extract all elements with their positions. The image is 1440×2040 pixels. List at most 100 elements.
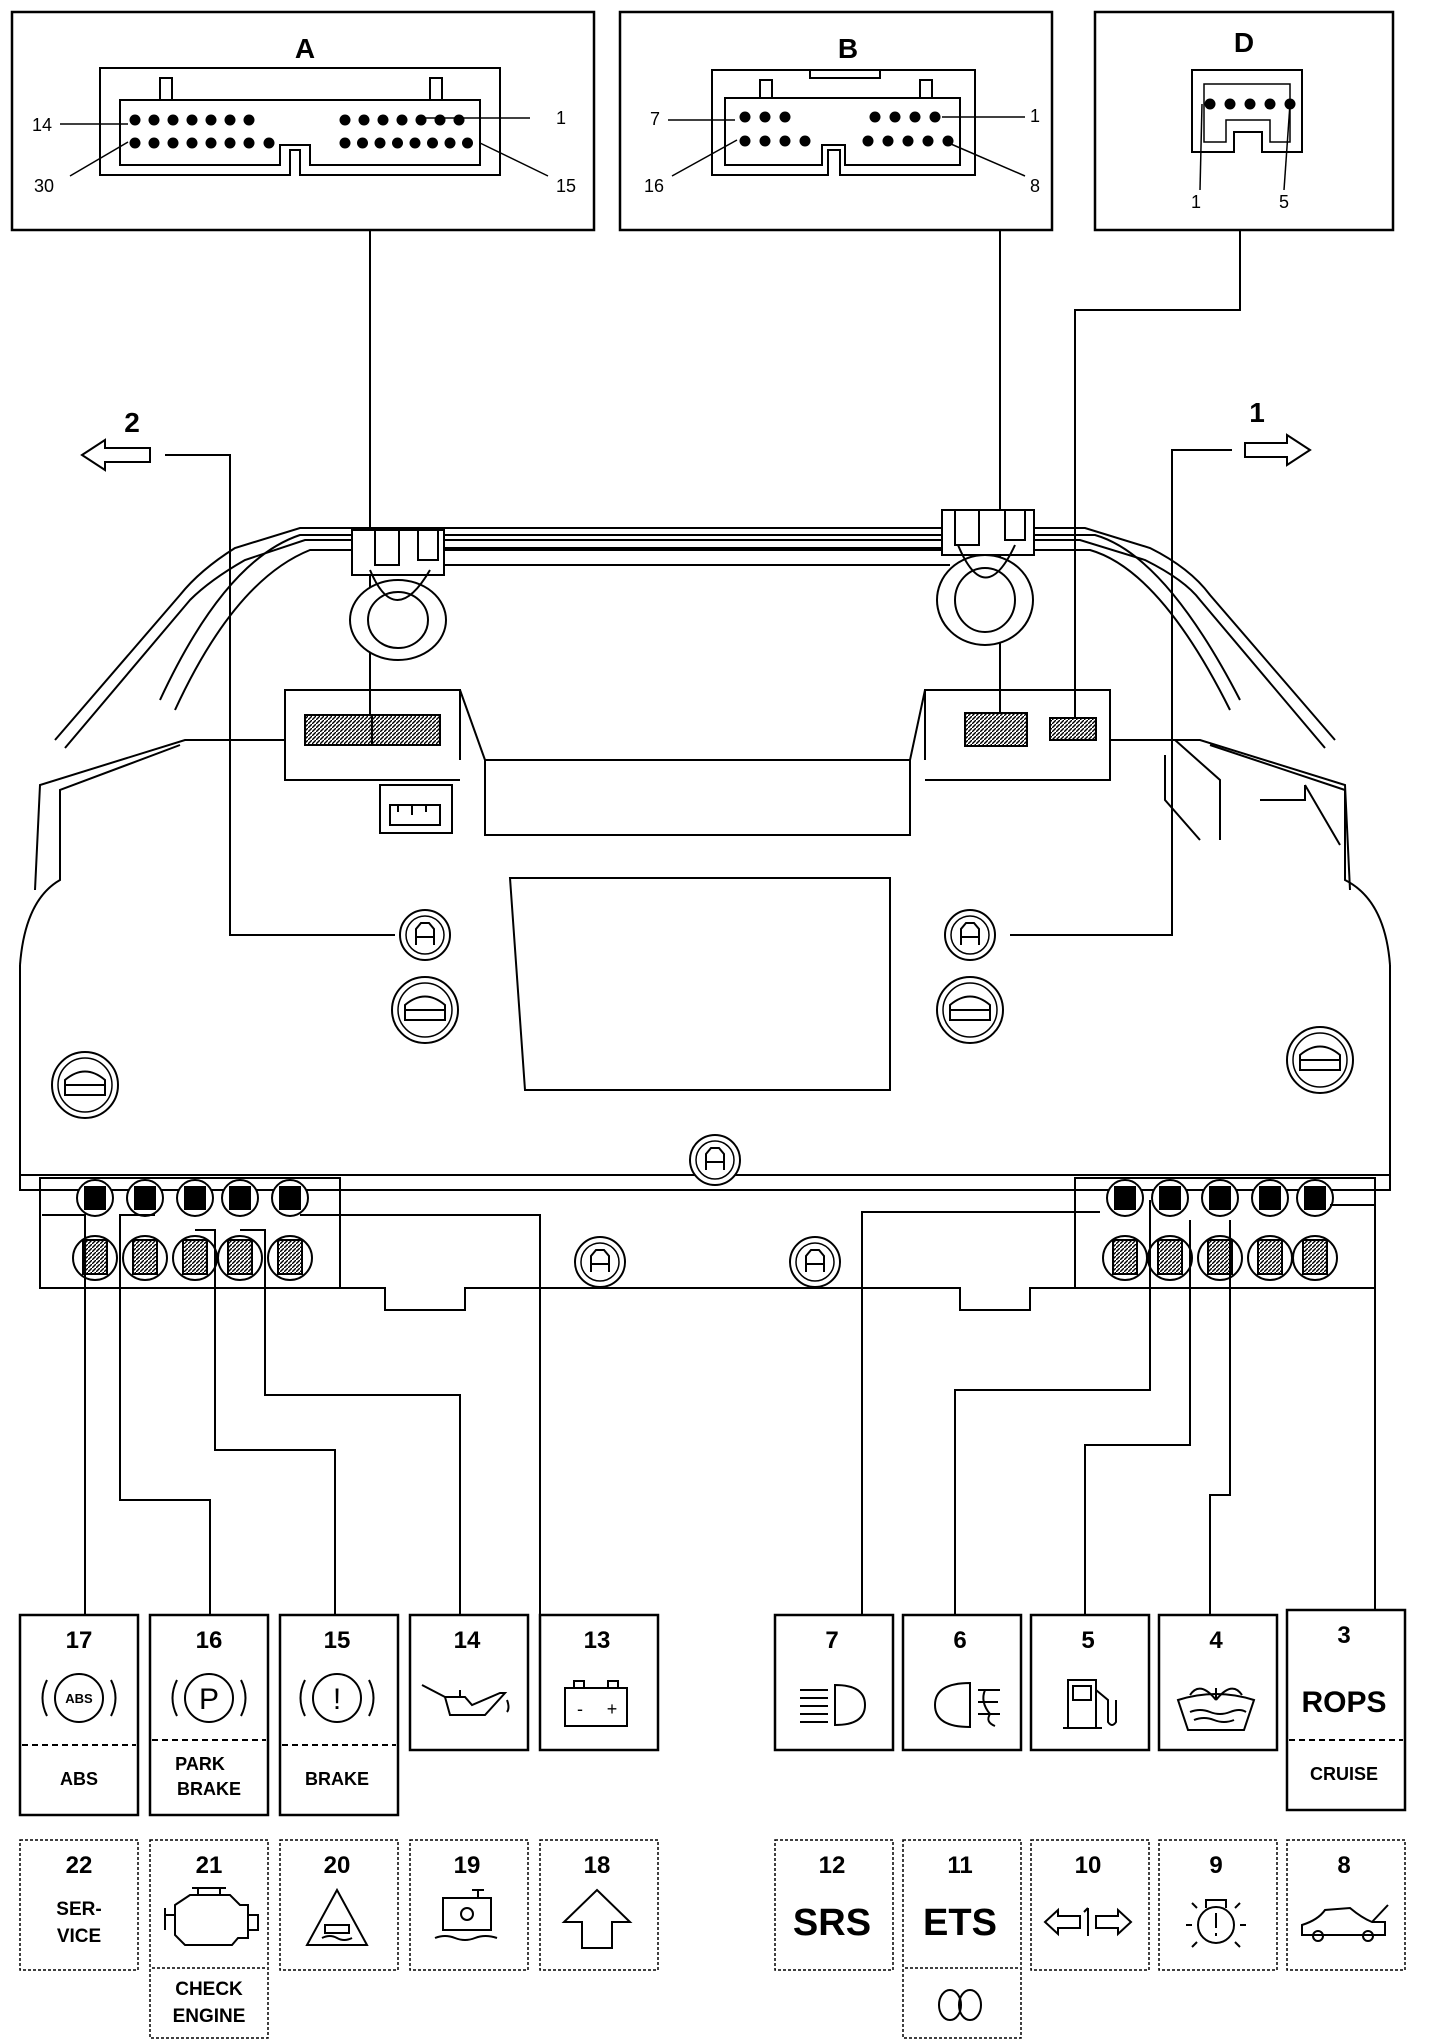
- connector-a-pin-top-12: [415, 114, 427, 126]
- connector-a-pin-top-8: [339, 114, 351, 126]
- indicator-16-number: 16: [196, 1627, 223, 1654]
- connector-a-pin-bottom-2: [148, 137, 160, 149]
- indicator-21-label-line1: CHECK: [175, 1979, 243, 2000]
- indicator-5-number: 5: [1081, 1627, 1094, 1654]
- connector-a-pin-bottom-11: [374, 137, 386, 149]
- connector-a-pin-bottom-8: [263, 137, 275, 149]
- indicator-7-high-beam: 7: [773, 1613, 895, 1752]
- indicator-11-label: ETS: [923, 1902, 997, 1944]
- indicator-15-number: 15: [324, 1627, 351, 1654]
- connector-a-pin-top-13: [434, 114, 446, 126]
- upshift-arrow-icon: [561, 1888, 633, 1949]
- connector-a-pin-bottom-16: [462, 137, 473, 149]
- connector-b-pin-bottom-4: [799, 135, 811, 147]
- connector-a-pin-bottom-12: [392, 137, 403, 149]
- high-beam-icon: [800, 1683, 867, 1727]
- indicator-18-upshift: 18: [539, 1839, 659, 1971]
- indicator-14-number: 14: [454, 1627, 481, 1654]
- connector-b-pin-top-1: [739, 111, 751, 123]
- mounting-bosses: [51, 909, 1354, 1288]
- indicator-17-number: 17: [66, 1627, 93, 1654]
- indicator-21-label-line2: ENGINE: [173, 2006, 246, 2027]
- indicator-22-label-line1: SER-: [56, 1899, 101, 1920]
- connector-b-pin-8: 8: [1030, 176, 1040, 196]
- connector-b-pin-top-2: [759, 111, 771, 123]
- connector-a-pin-14: 14: [32, 115, 52, 135]
- connector-leader-lines: [369, 230, 1241, 720]
- mounting-boss-3: [51, 1051, 119, 1119]
- connector-a-pin-bottom-14: [427, 137, 438, 149]
- mounting-boss-4: [1286, 1026, 1354, 1094]
- oil-can-icon: [421, 1684, 510, 1716]
- connector-a-pin-bottom-10: [357, 137, 368, 149]
- traction-control-icon: [305, 1887, 369, 1946]
- indicator-22-number: 22: [66, 1852, 93, 1879]
- bulb-socket-3: [689, 1134, 741, 1186]
- battery-icon: - +: [564, 1680, 628, 1727]
- indicator-11-number: 11: [947, 1852, 972, 1879]
- turn-signal-icon: [1043, 1907, 1133, 1937]
- connector-b-pin-bottom-6: [882, 135, 894, 147]
- connector-a-pin-top-2: [148, 114, 160, 126]
- indicator-17-label: ABS: [60, 1769, 98, 1789]
- indicator-20-number: 20: [324, 1852, 351, 1879]
- connector-a-pin-top-5: [205, 114, 217, 126]
- indicator-3-rops-cruise: 3 ROPS CRUISE: [1285, 1608, 1407, 1812]
- connector-d-pin-1: [1204, 98, 1216, 110]
- indicator-8-number: 8: [1337, 1852, 1350, 1879]
- parking-brake-icon: P: [171, 1673, 247, 1723]
- battery-plus: +: [607, 1699, 618, 1719]
- connector-b-pin-bottom-8: [922, 135, 934, 147]
- indicator-15-brake: 15 ! BRAKE: [278, 1613, 400, 1817]
- bulb-strip-right: [1074, 1177, 1376, 1289]
- connector-b-pin-bottom-3: [779, 135, 791, 147]
- connector-d-pin-2: [1224, 98, 1236, 110]
- connector-a-callout: A 14 1 30 15: [10, 10, 596, 232]
- mounting-boss-1: [391, 976, 459, 1044]
- indicator-3-number: 3: [1337, 1622, 1350, 1649]
- connector-b-pin-bottom-7: [902, 135, 914, 147]
- connector-a-pin-top-14: [453, 114, 465, 126]
- connector-a-pin-top-3: [167, 114, 179, 126]
- right-strip-bulb-5: [1292, 1179, 1338, 1281]
- indicator-9-number: 9: [1209, 1852, 1222, 1879]
- connector-a-pin-top-6: [224, 114, 236, 126]
- rear-fog-light-icon: [933, 1681, 1000, 1729]
- indicator-16-park-brake: 16 P PARK BRAKE: [148, 1613, 270, 1817]
- connector-a-pin-bottom-1: [129, 137, 141, 149]
- left-strip-bulb-1: [72, 1179, 118, 1281]
- auxiliary-socket: [379, 784, 453, 834]
- washer-fluid-icon: [1176, 1687, 1256, 1731]
- indicator-22-label-line2: VICE: [57, 1926, 101, 1947]
- indicator-leader-lines: [42, 1200, 1376, 1615]
- bulb-socket-2: [944, 909, 996, 961]
- harness-clip-left: [349, 529, 447, 661]
- connector-b-pin-top-4: [869, 111, 881, 123]
- connector-a-pin-top-1: [129, 114, 141, 126]
- indicator-10-turn-signal: 10: [1030, 1839, 1150, 1971]
- connector-d-callout: D 1 5: [1093, 10, 1395, 232]
- connector-a-pin-top-4: [186, 114, 198, 126]
- indicator-9-bulb-failure: 9: [1158, 1839, 1278, 1971]
- connector-d-pin-1: 1: [1191, 192, 1201, 212]
- connector-d-pin-3: [1244, 98, 1256, 110]
- indicator-3-sub-label: CRUISE: [1310, 1764, 1378, 1784]
- connector-b-pin-top-5: [889, 111, 901, 123]
- connector-a-pin-bottom-13: [409, 137, 421, 149]
- indicator-3-label: ROPS: [1301, 1686, 1386, 1719]
- connector-b-pin-7: 7: [650, 109, 660, 129]
- wire-harness: [159, 534, 1241, 711]
- connector-a-pin-top-7: [243, 114, 255, 126]
- bulb-socket-5: [789, 1236, 841, 1288]
- bulb-socket-1: [399, 909, 451, 961]
- indicator-4-number: 4: [1209, 1627, 1223, 1654]
- connector-b-pin-bottom-5: [862, 135, 874, 147]
- connector-b-pin-bottom-1: [739, 135, 751, 147]
- indicator-13-charging: 13 - +: [538, 1613, 660, 1752]
- bulb-socket-4: [574, 1236, 626, 1288]
- connector-b-pin-1: 1: [1030, 106, 1040, 126]
- abs-icon-text: ABS: [65, 1691, 93, 1706]
- connector-a-pin-bottom-5: [205, 137, 217, 149]
- left-strip-bulb-4: [217, 1179, 263, 1281]
- ets-coil-icon: [938, 1989, 982, 2021]
